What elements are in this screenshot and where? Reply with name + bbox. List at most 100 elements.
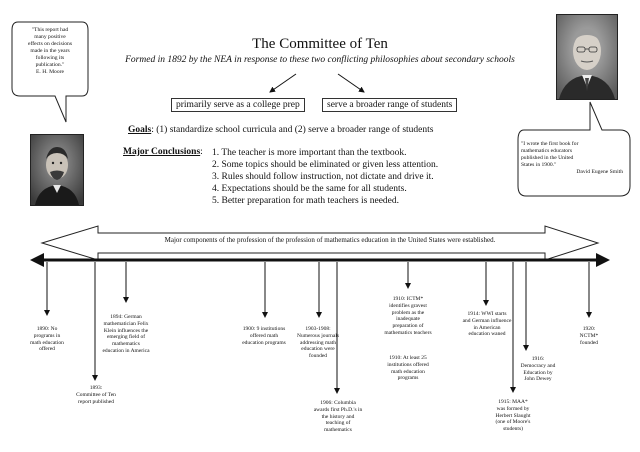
moore-quote-line: publication." <box>35 62 65 68</box>
event-line: mathematics <box>112 341 140 348</box>
timeline-left-arrowhead <box>30 253 44 267</box>
event-line: math education <box>30 339 64 346</box>
event-1906: 1906: Columbia awards first Ph.D.'s in t… <box>300 400 376 434</box>
left-philosophy-arrow <box>269 73 297 93</box>
smith-quote-line: States in 1900." <box>521 162 557 168</box>
conclusion-item: 1. The teacher is more important than th… <box>212 148 407 158</box>
page-title: The Committee of Ten <box>252 36 388 52</box>
moore-speech-bubble <box>11 21 89 123</box>
conclusion-item: 3. Rules should follow instruction, not … <box>212 172 434 182</box>
event-line: Education by <box>523 369 553 376</box>
conclusions-list: 1. The teacher is more important than th… <box>212 147 438 207</box>
event-line: teaching of <box>325 420 351 427</box>
event-line: 1910: ICTM* <box>392 296 424 302</box>
moore-quote-attribution: E. H. Moore <box>36 69 64 75</box>
smith-portrait-icon <box>556 14 618 100</box>
conclusion-item: 2. Some topics should be eliminated or g… <box>212 160 439 170</box>
event-line: education were <box>301 346 335 353</box>
smith-quote-line: mathematics educators <box>521 148 573 154</box>
philosophy-broader-range: serve a broader range of students <box>322 98 458 112</box>
event-line: mathematician Felix <box>103 320 149 327</box>
event-line: was formed by <box>496 405 530 412</box>
moore-quote-line: made in the years <box>30 48 70 54</box>
smith-speech-bubble <box>517 101 631 197</box>
event-line: John Dewey <box>524 376 552 383</box>
event-line: founded <box>579 339 599 346</box>
event-line: awards first Ph.D.'s in <box>313 406 363 413</box>
event-line: Numerous journals <box>296 332 339 339</box>
moore-portrait-icon <box>30 134 84 206</box>
goals-text: : (1) standardize school curricula and (… <box>151 125 434 135</box>
event-line: offered <box>39 346 55 353</box>
moore-quote-line: effects on decisions <box>27 41 72 47</box>
event-line: (one of Moore's <box>495 419 531 426</box>
event-1910-institutions: 1910: At least 25 institutions offered m… <box>370 355 446 382</box>
smith-quote-line: "I wrote the first book for <box>521 141 579 147</box>
event-line: problem as the <box>391 309 425 316</box>
event-line: identifies gravest <box>389 302 427 309</box>
event-line: Herbert Slaught <box>495 412 531 419</box>
right-philosophy-arrow <box>337 73 365 93</box>
banner-text: Major components of the profession of th… <box>164 236 496 244</box>
event-line: preparation of <box>392 323 424 330</box>
event-line: programs <box>397 375 419 382</box>
moore-quote: "This report had many positive effects o… <box>13 27 87 76</box>
event-1903: 1903-1908: Numerous journals addressing … <box>284 326 352 360</box>
event-1900: 1900: 9 institutions offered math educat… <box>222 326 306 346</box>
event-line: institutions offered <box>387 361 429 368</box>
event-line: addressing math <box>300 339 336 346</box>
event-line: 1916: <box>531 356 545 362</box>
goals-statement: Goals: (1) standardize school curricula … <box>128 125 433 135</box>
event-1910-ictm: 1910: ICTM* identifies gravest problem a… <box>370 296 446 337</box>
event-line: education programs <box>242 339 286 346</box>
event-1916: 1916: Democracy and Education by John De… <box>510 356 566 383</box>
event-line: Democracy and <box>520 362 556 369</box>
event-line: mathematics <box>324 427 352 434</box>
event-line: offered math <box>249 332 279 339</box>
event-line: 1894: German <box>110 314 142 320</box>
event-line: in American <box>473 324 501 331</box>
event-line: 1906: Columbia <box>320 400 356 406</box>
event-line: and German influence <box>462 317 512 324</box>
moore-quote-line: following its <box>35 55 65 61</box>
event-line: emerging field of <box>106 334 146 341</box>
event-1920: 1920: NCTM* founded <box>566 326 612 346</box>
smith-quote-line: published in the United <box>521 155 574 161</box>
event-line: NCTM* <box>579 332 599 339</box>
conclusion-item: 4. Expectations should be the same for a… <box>212 184 407 194</box>
event-1915: 1915: MAA* was formed by Herbert Slaught… <box>480 399 546 433</box>
conclusions-label-wrap: Major Conclusions: <box>123 147 203 157</box>
event-1890: 1890: No programs in math education offe… <box>22 326 72 353</box>
moore-quote-line: "This report had <box>31 27 69 33</box>
event-line: the history and <box>321 413 355 420</box>
smith-quote: "I wrote the first book for mathematics … <box>521 141 627 176</box>
event-1894: 1894: German mathematician Felix Klein i… <box>90 314 162 355</box>
event-line: 1920: <box>582 326 596 332</box>
event-line: 1903-1908: <box>305 326 331 332</box>
event-line: Committee of Ten <box>76 391 116 398</box>
event-line: mathematics teachers <box>384 329 432 336</box>
banner-double-arrow <box>40 225 600 261</box>
event-line: education in America <box>102 347 150 354</box>
event-line: programs in <box>33 332 61 339</box>
event-line: Klein influences the <box>103 327 149 334</box>
event-line: 1910: At least 25 <box>389 355 427 361</box>
page-subtitle: Formed in 1892 by the NEA in response to… <box>125 55 515 65</box>
event-line: students) <box>503 426 523 433</box>
smith-quote-attribution: David Eugene Smith <box>576 169 623 175</box>
event-1914: 1914: WWI starts and German influence in… <box>450 311 524 338</box>
event-line: founded <box>308 353 328 360</box>
conclusions-label: Major Conclusions <box>123 147 201 157</box>
event-line: 1900: 9 institutions <box>242 326 286 332</box>
event-line: 1915: MAA* <box>498 399 528 405</box>
event-line: math education <box>391 368 425 375</box>
event-line: report published <box>78 398 114 405</box>
event-1893: 1893: Committee of Ten report published <box>65 385 127 405</box>
event-line: education waned <box>468 331 506 338</box>
moore-quote-line: many positive <box>34 34 66 40</box>
event-line: 1914: WWI starts <box>467 311 507 317</box>
event-line: 1893: <box>89 385 103 391</box>
goals-label: Goals <box>128 125 152 135</box>
conclusion-item: 5. Better preparation for math teachers … <box>212 196 400 206</box>
